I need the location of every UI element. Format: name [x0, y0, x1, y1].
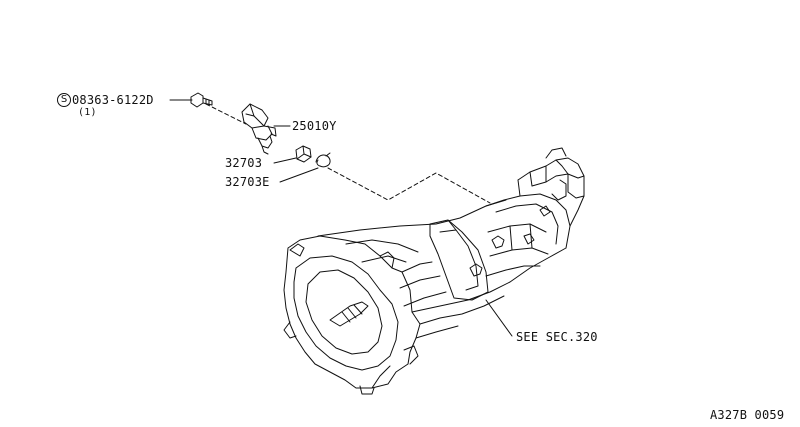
clip-part: [315, 152, 331, 168]
switch-part-number: 25010Y: [292, 119, 337, 133]
bolt-part-number: 08363-6122D: [72, 93, 154, 107]
transmission-assembly: [283, 147, 585, 395]
bolt-part: [190, 92, 213, 108]
clip-part-number: 32703E: [225, 175, 270, 189]
leader-lines: [169, 99, 513, 337]
sleeve-part-number: 32703: [225, 156, 263, 170]
figure-code: A327B 0059: [710, 408, 785, 422]
standard-part-symbol: S: [57, 93, 71, 107]
bolt-quantity: (1): [78, 107, 97, 118]
sleeve-part: [295, 145, 312, 163]
assembly-dashed-line: [205, 103, 491, 204]
switch-part: [241, 103, 277, 155]
section-reference: SEE SEC.320: [516, 330, 598, 344]
